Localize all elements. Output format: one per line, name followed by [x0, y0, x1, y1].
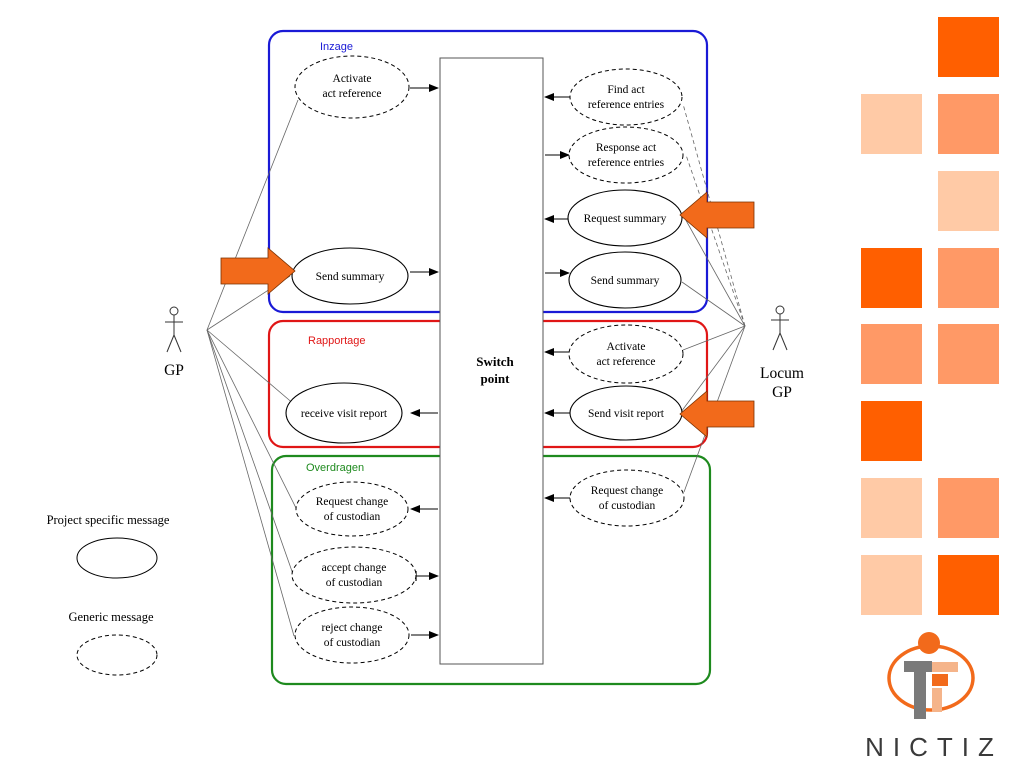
decorative-tile-grid — [861, 17, 999, 615]
nictiz-logo-text: NICTIZ — [865, 732, 1003, 762]
svg-text:Response act: Response act — [596, 142, 657, 154]
svg-text:of custodian: of custodian — [599, 500, 656, 512]
group-title-rapportage: Rapportage — [308, 335, 366, 347]
svg-text:Send visit report: Send visit report — [588, 408, 665, 420]
svg-text:receive visit report: receive visit report — [301, 408, 388, 420]
highlight-arrow-send-summary — [220, 247, 296, 295]
use-case-send-summary-left: Send summary — [291, 247, 409, 305]
switch-point-label-line2: point — [481, 371, 511, 386]
svg-text:Send summary: Send summary — [591, 275, 660, 287]
svg-text:of custodian: of custodian — [324, 637, 381, 649]
use-case-send-visit-report: Send visit report — [569, 385, 683, 441]
svg-text:accept change: accept change — [322, 562, 387, 574]
use-case-reject-change-of-custodian: reject change of custodian — [294, 606, 410, 664]
use-case-activate-act-reference-right: Activate act reference — [568, 324, 684, 384]
svg-text:Request summary: Request summary — [584, 213, 667, 225]
actor-gp-label: GP — [164, 362, 184, 379]
group-title-inzage: Inzage — [320, 41, 353, 53]
message-arrows — [410, 84, 570, 639]
group-title-overdragen: Overdragen — [306, 462, 364, 474]
use-case-activate-act-reference-left: Activate act reference — [294, 55, 410, 119]
legend-project-specific-label: Project specific message — [47, 513, 170, 527]
actor-locum-gp — [771, 305, 789, 351]
actor-locum-head-icon — [775, 305, 785, 315]
svg-text:Send summary: Send summary — [316, 271, 385, 283]
svg-text:act reference: act reference — [596, 356, 655, 368]
switch-point-box — [439, 57, 544, 665]
highlight-arrow-request-summary — [679, 191, 755, 239]
svg-text:Find act: Find act — [607, 84, 645, 96]
legend-project-specific-ellipse — [76, 537, 158, 579]
use-case-response-act-reference-entries: Response act reference entries — [568, 126, 684, 184]
svg-text:reference entries: reference entries — [588, 99, 665, 111]
legend-generic-label: Generic message — [68, 610, 153, 624]
svg-text:act reference: act reference — [322, 88, 381, 100]
actor-gp — [165, 306, 183, 353]
gp-associations — [206, 99, 299, 637]
use-case-request-summary: Request summary — [567, 189, 683, 247]
actor-locum-label-line2: GP — [772, 384, 792, 401]
use-case-receive-visit-report: receive visit report — [285, 382, 403, 444]
svg-text:reference entries: reference entries — [588, 157, 665, 169]
svg-text:Activate: Activate — [607, 341, 646, 353]
actor-locum-label-line1: Locum — [760, 365, 804, 382]
use-case-find-act-reference-entries: Find act reference entries — [569, 68, 683, 126]
svg-text:Activate: Activate — [333, 73, 372, 85]
actor-gp-head-icon — [169, 306, 179, 316]
locum-associations — [680, 214, 746, 493]
use-case-request-change-of-custodian-left: Request change of custodian — [295, 481, 409, 537]
use-case-accept-change-of-custodian: accept change of custodian — [291, 546, 417, 604]
legend-generic-ellipse — [76, 634, 158, 676]
highlight-arrow-send-visit-report — [679, 390, 755, 438]
use-case-request-change-of-custodian-right: Request change of custodian — [569, 469, 685, 527]
svg-text:of custodian: of custodian — [324, 511, 381, 523]
use-case-send-summary-right: Send summary — [568, 251, 682, 309]
svg-text:Request change: Request change — [591, 485, 664, 497]
svg-text:Request change: Request change — [316, 496, 389, 508]
svg-text:of custodian: of custodian — [326, 577, 383, 589]
nictiz-logo-icon — [887, 632, 975, 719]
svg-text:reject change: reject change — [322, 622, 383, 634]
switch-point-label-line1: Switch — [476, 354, 514, 369]
